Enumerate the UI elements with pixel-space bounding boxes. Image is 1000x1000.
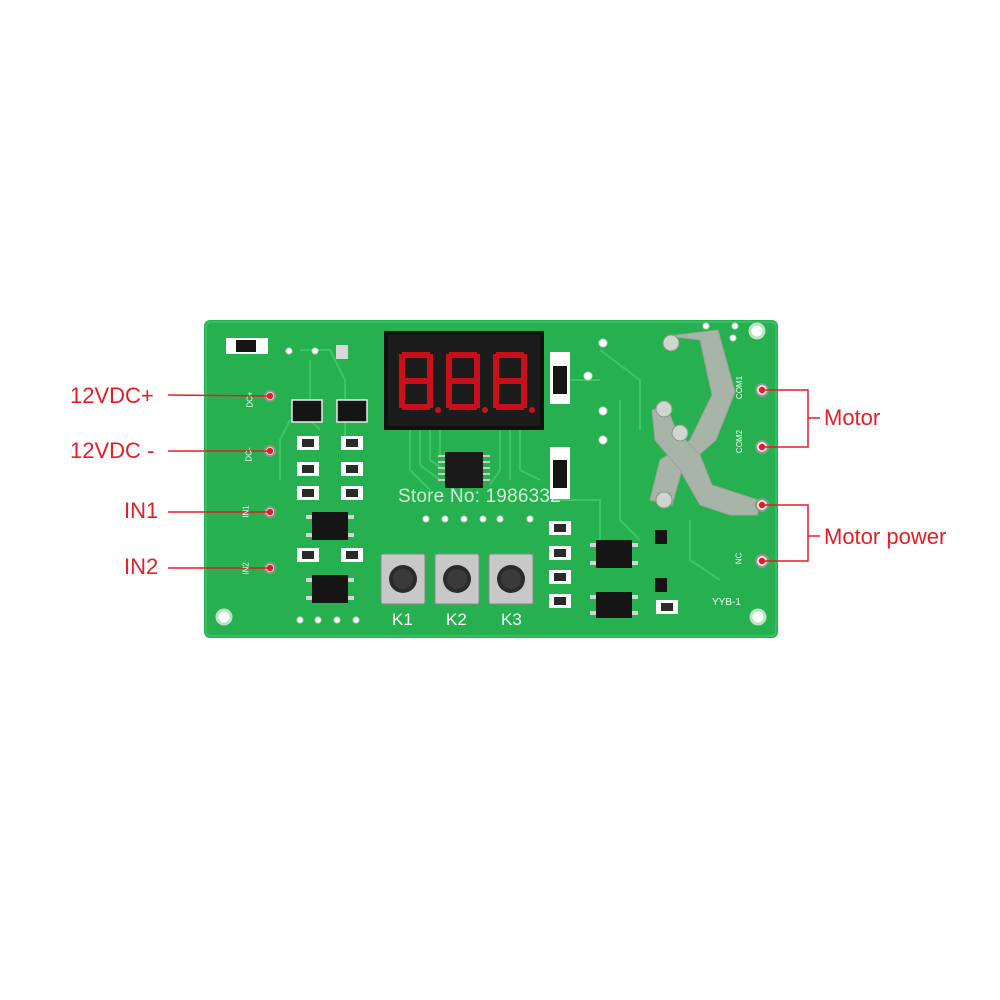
silk-com2: COM2 xyxy=(735,429,745,454)
store-watermark: Store No: 1986332 xyxy=(398,486,561,507)
label-12vdc-minus: 12VDC - xyxy=(70,438,155,463)
vias xyxy=(285,322,739,624)
silk-in1: IN1 xyxy=(241,505,251,518)
label-12vdc-plus: 12VDC+ xyxy=(70,383,154,408)
optocouplers xyxy=(312,512,632,618)
passive-components xyxy=(297,345,678,614)
silk-dc-minus: DC- xyxy=(244,447,254,462)
transistors xyxy=(226,338,667,592)
silk-in2: IN2 xyxy=(241,562,251,575)
seven-segment-display xyxy=(384,331,544,430)
label-motor-power: Motor power xyxy=(824,524,947,549)
silk-nc: NC xyxy=(734,552,744,565)
mounting-holes xyxy=(215,322,767,626)
button-label-k2: K2 xyxy=(446,610,467,629)
label-in2: IN2 xyxy=(124,554,159,579)
silk-com1: COM1 xyxy=(735,375,745,400)
silk-dc-plus: DC+ xyxy=(245,391,255,408)
label-motor: Motor xyxy=(824,405,881,430)
microcontroller-chip xyxy=(438,452,490,488)
label-in1: IN1 xyxy=(124,498,159,523)
callout-lines xyxy=(167,386,820,572)
tactile-buttons xyxy=(380,553,534,605)
button-label-k3: K3 xyxy=(501,610,522,629)
board-model: YYB-1 xyxy=(712,597,741,608)
button-label-k1: K1 xyxy=(392,610,413,629)
